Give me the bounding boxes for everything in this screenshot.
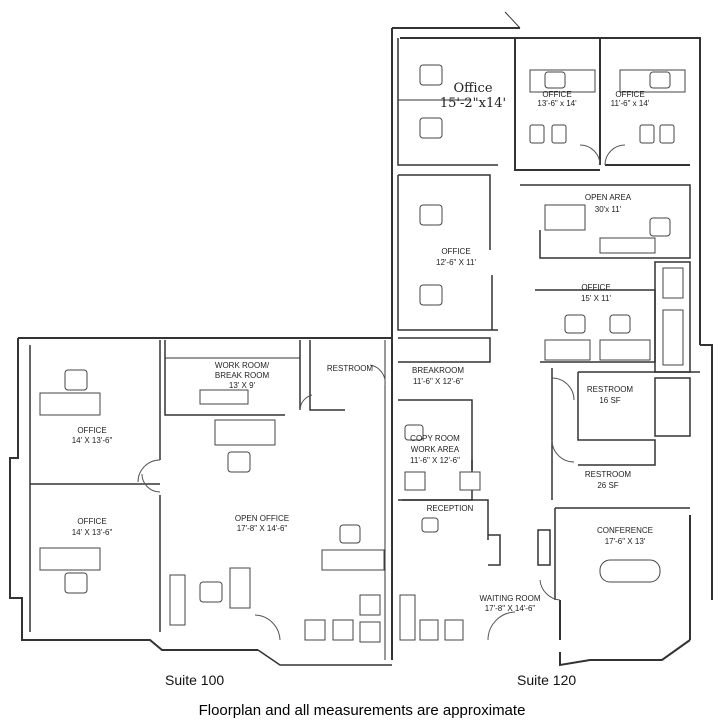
work-room-name2: BREAK ROOM [215,371,270,380]
office-mid-right-name: OFFICE [581,283,610,292]
copyroom-name: COPY ROOM [410,434,460,443]
copyroom-name2: WORK AREA [411,445,460,454]
office-mid-left-name: OFFICE [441,247,470,256]
breakroom-120-size: 11'-6" X 12'-6" [413,377,463,386]
waiting-room-name: WAITING ROOM [479,594,540,603]
restroom-120-top-size: 16 SF [599,396,620,405]
open-area-size: 30'x 11' [595,205,622,214]
waiting-room-size: 17'-8" X 14'-6" [485,604,536,613]
copyroom-size: 11'-6" X 12'-6" [410,456,460,465]
office-100-bottom-name: OFFICE [77,517,106,526]
restroom-100-name: RESTROOM [327,364,374,373]
suite-100-label: Suite 100 [165,672,225,688]
office-100-top-size: 14' X 13'-6" [72,436,113,445]
conference-name: CONFERENCE [597,526,653,535]
reception-name: RECEPTION [427,504,474,513]
suite-120-label: Suite 120 [517,672,577,688]
office-100-bottom-size: 14' X 13'-6" [72,528,113,537]
restroom-120-top-name: RESTROOM [587,385,634,394]
office-100-top-name: OFFICE [77,426,106,435]
restroom-120-bottom-size: 26 SF [597,481,618,490]
office-large-name: Office [453,81,492,96]
conference-size: 17'-6" X 13' [605,537,646,546]
office-top-right-name: OFFICE [615,90,644,99]
caption: Floorplan and all measurements are appro… [198,702,526,719]
open-area-name: OPEN AREA [585,193,632,202]
office-top-mid-name: OFFICE [542,90,571,99]
office-large-size: 15'-2"x14' [440,96,506,111]
breakroom-120-name: BREAKROOM [412,366,464,375]
open-office-name: OPEN OFFICE [235,514,289,523]
office-top-right-size: 11'-6" x 14' [611,99,650,108]
open-office-size: 17'-8" X 14'-6" [237,524,288,533]
restroom-120-bottom-name: RESTROOM [585,470,632,479]
office-mid-left-size: 12'-6" X 11' [436,258,476,267]
work-room-name: WORK ROOM/ [215,361,270,370]
office-mid-right-size: 15' X 11' [581,294,612,303]
work-room-size: 13' X 9' [229,381,256,390]
office-top-mid-size: 13'-6" x 14' [537,99,577,108]
